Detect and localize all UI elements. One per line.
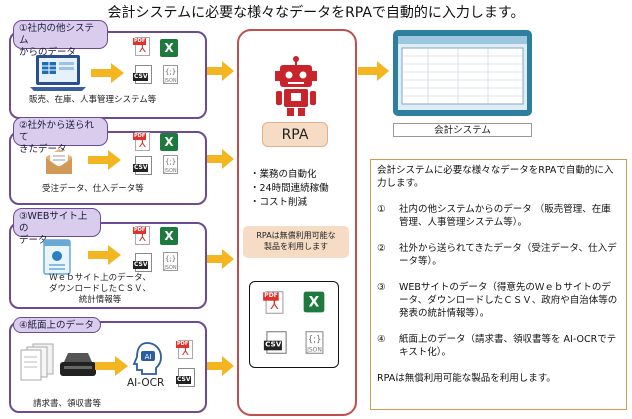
- json-icon: {;}JSON: [305, 331, 324, 354]
- accounting-system-label: 会計システム: [393, 123, 532, 137]
- paper-documents-icon: [20, 343, 54, 381]
- arrow-icon: [207, 249, 234, 269]
- scanner-icon: [60, 353, 96, 376]
- excel-icon: X: [160, 39, 178, 57]
- description-intro: 会計システムに必要な様々なデータをRPAで自動的に入力します。: [377, 165, 614, 189]
- pdf-icon: PDF⅄: [133, 37, 150, 56]
- arrow-icon: [207, 149, 234, 169]
- envelope-icon: [46, 149, 72, 174]
- arrow-icon: [88, 150, 121, 170]
- description-item: ② 社外から送られてきたデータ（受注データ、仕入データ等）。: [377, 242, 620, 268]
- csv-icon: CSV: [133, 156, 152, 175]
- item-text: 社外から送られてきたデータ（受注データ、仕入データ等）。: [399, 243, 617, 267]
- excel-icon: X: [160, 227, 178, 245]
- rpa-feature-cost: ・コスト削減: [250, 197, 308, 208]
- excel-icon: X: [160, 133, 178, 151]
- rpa-feature-24h: ・24時間連続稼働: [250, 183, 329, 194]
- description-item: ③ WEBサイトのデータ（得意先のＷｅｂサイトのデータ、ダウンロードしたＣＳＶ、…: [377, 281, 620, 320]
- page-title: 会計システムに必要な様々なデータをRPAで自動的に入力します。: [107, 5, 525, 21]
- group-2-label: ②社外から送られて きたデータ: [13, 117, 108, 155]
- item-number: ①: [377, 204, 386, 215]
- pdf-icon: PDF⅄: [133, 132, 150, 151]
- web-page-icon: [43, 239, 71, 275]
- item-number: ②: [377, 243, 386, 254]
- laptop-icon: [30, 55, 86, 91]
- ai-badge: AI: [145, 353, 152, 361]
- group-2-caption: 受注データ、仕入データ等: [42, 184, 144, 194]
- arrow-icon: [88, 245, 121, 265]
- arrow-icon: [91, 63, 124, 83]
- group-1-label: ①社内の他システム からのデータ: [13, 20, 108, 58]
- pdf-icon: PDF⅄: [176, 340, 193, 359]
- ai-ocr-label: AI-OCR: [127, 377, 165, 389]
- accounting-screen: [398, 36, 527, 110]
- rpa-note: RPAは無償利用可能な 製品を利用します: [243, 226, 349, 258]
- description-item: ④ 紙面上のデータ（請求書、領収書等を AI-OCRでテキスト化）。: [377, 333, 620, 359]
- csv-icon: CSV: [133, 65, 152, 84]
- arrow-icon: [207, 61, 234, 81]
- description-footer: RPAは無償利用可能な製品を利用します。: [377, 373, 556, 384]
- group-4-caption: 請求書、領収書等: [33, 399, 102, 409]
- rpa-badge: RPA: [262, 122, 328, 147]
- json-icon: {;}JSON: [163, 65, 178, 84]
- group-1-caption: 販売、在庫、人事管理システム等: [29, 95, 157, 105]
- csv-icon: CSV: [263, 331, 287, 354]
- json-icon: {;}JSON: [163, 252, 178, 271]
- arrow-icon: [358, 61, 389, 81]
- description-item: ① 社内の他システムからのデータ （販売管理、在庫管理、人事管理システム等）。: [377, 203, 620, 229]
- item-text: WEBサイトのデータ（得意先のＷｅｂサイトのデータ、ダウンロードしたＣＳＶ、政府…: [399, 282, 618, 319]
- group-3-label: ③WEBサイト上の データ: [13, 208, 101, 246]
- item-number: ④: [377, 334, 386, 345]
- item-text: 社内の他システムからのデータ （販売管理、在庫管理、人事管理システム等）。: [399, 204, 611, 228]
- arrow-icon: [207, 356, 234, 376]
- excel-icon: X: [303, 291, 325, 313]
- json-icon: {;}JSON: [163, 155, 178, 174]
- pdf-icon: PDF⅄: [133, 226, 150, 245]
- robot-icon: [275, 56, 317, 116]
- pdf-icon: PDF⅄: [263, 291, 284, 314]
- ai-head-icon: AI: [132, 342, 162, 375]
- csv-icon: CSV: [133, 253, 152, 272]
- item-number: ③: [377, 282, 386, 293]
- rpa-feature-automation: ・業務の自動化: [250, 169, 317, 180]
- csv-icon: CSV: [176, 368, 195, 387]
- item-text: 紙面上のデータ（請求書、領収書等を AI-OCRでテキスト化）。: [399, 334, 617, 358]
- arrow-icon: [95, 356, 128, 376]
- group-4-label: ④紙面上のデータ: [13, 317, 101, 333]
- group-3-caption: Ｗｅｂサイト上のデータ、 ダウンロードしたＣＳＶ、 統計情報等: [48, 273, 151, 305]
- description-box: 会計システムに必要な様々なデータをRPAで自動的に入力します。 ① 社内の他シス…: [370, 159, 627, 410]
